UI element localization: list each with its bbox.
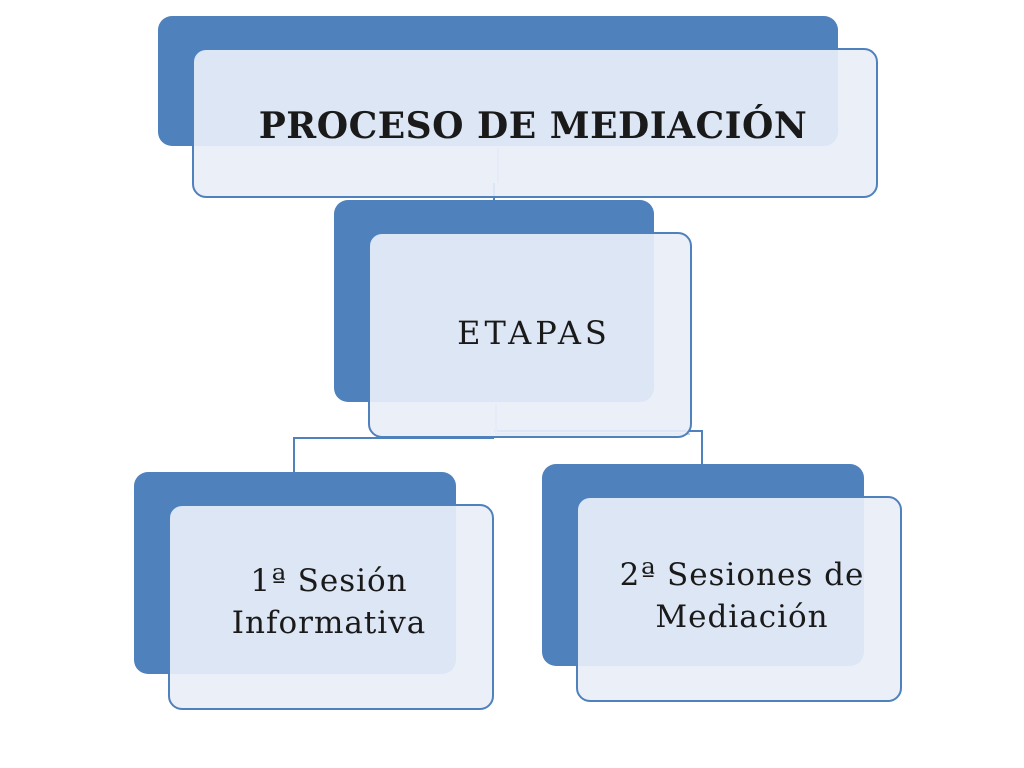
node-label-etapas: ETAPAS	[457, 314, 611, 352]
node-label-primera-sesion: 1ª Sesión Informativa	[231, 563, 427, 641]
node-box	[192, 48, 878, 198]
node-box	[576, 496, 902, 702]
connector-etapas-to-s1	[293, 437, 494, 472]
node-label-root: PROCESO DE MEDIACIÓN	[258, 105, 808, 147]
node-label-segunda-sesiones: 2ª Sesiones de Mediación	[619, 557, 865, 635]
node-box	[168, 504, 494, 710]
node-box	[368, 232, 692, 438]
